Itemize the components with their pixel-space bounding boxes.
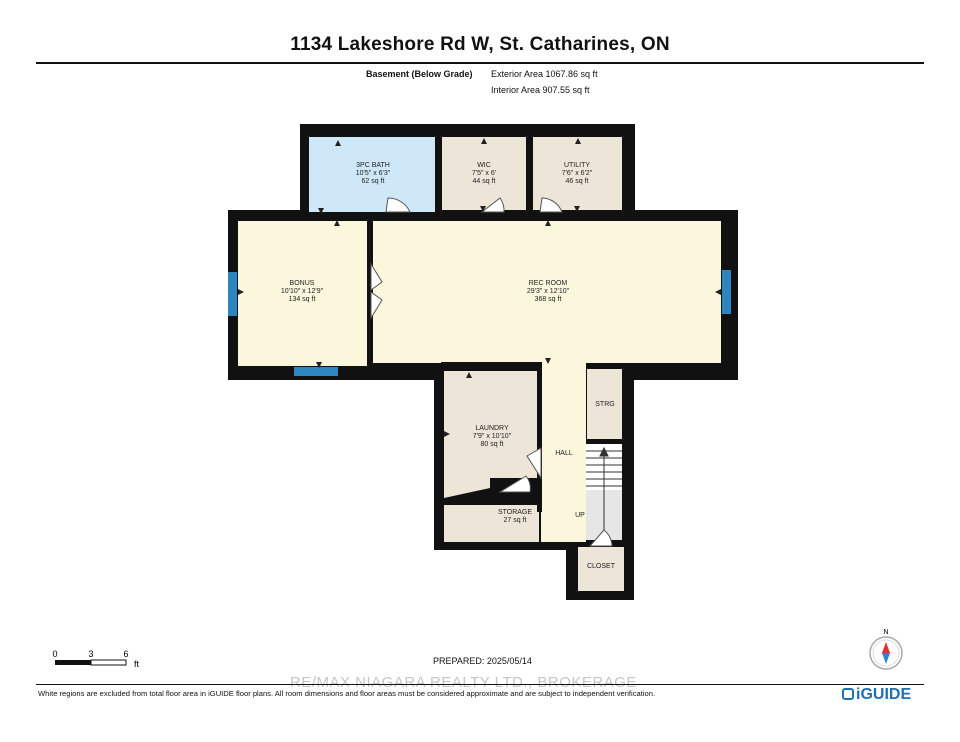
- wic-area: 44 sq ft: [473, 178, 496, 185]
- stair-treads: [586, 446, 622, 530]
- level-label: Basement (Below Grade): [366, 69, 473, 79]
- scale-bar: 0 3 6 ft: [52, 648, 152, 677]
- utility-name: UTILITY: [564, 162, 590, 169]
- storage-area: 27 sq ft: [504, 517, 527, 524]
- footer-divider: [36, 684, 924, 685]
- brokerage-watermark: RE/MAX NIAGARA REALTY LTD., BROKERAGE: [290, 674, 637, 691]
- room-rec-room[interactable]: [373, 221, 721, 363]
- interior-area: Interior Area 907.55 sq ft: [491, 85, 590, 95]
- scale-tick-6: 6: [123, 649, 128, 659]
- rec-dims: 29'3" x 12'10": [527, 288, 570, 295]
- room-bonus[interactable]: [238, 221, 367, 366]
- scale-unit: ft: [134, 659, 140, 669]
- prepared-date: PREPARED: 2025/05/14: [433, 656, 532, 666]
- laundry-name: LAUNDRY: [475, 425, 509, 432]
- scale-tick-0: 0: [52, 649, 57, 659]
- up-label: UP: [575, 512, 585, 519]
- rec-area: 368 sq ft: [535, 296, 562, 303]
- room-utility[interactable]: [533, 137, 622, 210]
- room-hall[interactable]: [541, 360, 586, 542]
- hall-name: HALL: [555, 450, 573, 457]
- strg-name: STRG: [595, 401, 614, 408]
- room-storage[interactable]: [444, 505, 539, 542]
- room-wic[interactable]: [442, 137, 526, 210]
- room-laundry[interactable]: [444, 371, 541, 498]
- exterior-area: Exterior Area 1067.86 sq ft: [491, 69, 598, 79]
- brand-name: iGUIDE: [856, 686, 912, 703]
- bonus-name: BONUS: [290, 280, 315, 287]
- bath-name: 3PC BATH: [356, 162, 390, 169]
- utility-dims: 7'6" x 6'2": [562, 170, 593, 177]
- room-strg[interactable]: [587, 369, 622, 439]
- bath-dims: 10'5" x 6'3": [356, 170, 391, 177]
- bonus-area: 134 sq ft: [289, 296, 316, 303]
- dimension-arrows: [238, 138, 721, 437]
- door-swings: [370, 197, 613, 547]
- closet-name: CLOSET: [587, 563, 616, 570]
- page-title: 1134 Lakeshore Rd W, St. Catharines, ON: [290, 34, 670, 55]
- scale-tick-3: 3: [88, 649, 93, 659]
- compass-needle-icon: [882, 642, 890, 653]
- compass-north-label: N: [883, 629, 888, 636]
- room-closet[interactable]: [578, 547, 624, 591]
- storage-name: STORAGE: [498, 509, 532, 516]
- compass: N: [866, 628, 906, 677]
- laundry-dims: 7'9" x 10'10": [473, 433, 512, 440]
- disclaimer-text: White regions are excluded from total fl…: [38, 689, 656, 698]
- room-3pc-bath[interactable]: [309, 137, 435, 212]
- windows: [228, 270, 731, 376]
- interior-walls: [367, 130, 728, 512]
- laundry-area: 80 sq ft: [481, 441, 504, 448]
- header-divider: [36, 62, 924, 64]
- iguide-logo-icon: [842, 688, 854, 700]
- utility-area: 46 sq ft: [566, 178, 589, 185]
- bath-area: 62 sq ft: [362, 178, 385, 185]
- rec-name: REC ROOM: [529, 280, 568, 287]
- iguide-logo[interactable]: iGUIDE: [842, 686, 911, 704]
- bonus-dims: 10'10" x 12'9": [281, 288, 324, 295]
- wic-name: WIC: [477, 162, 491, 169]
- wic-dims: 7'5" x 6': [472, 170, 496, 177]
